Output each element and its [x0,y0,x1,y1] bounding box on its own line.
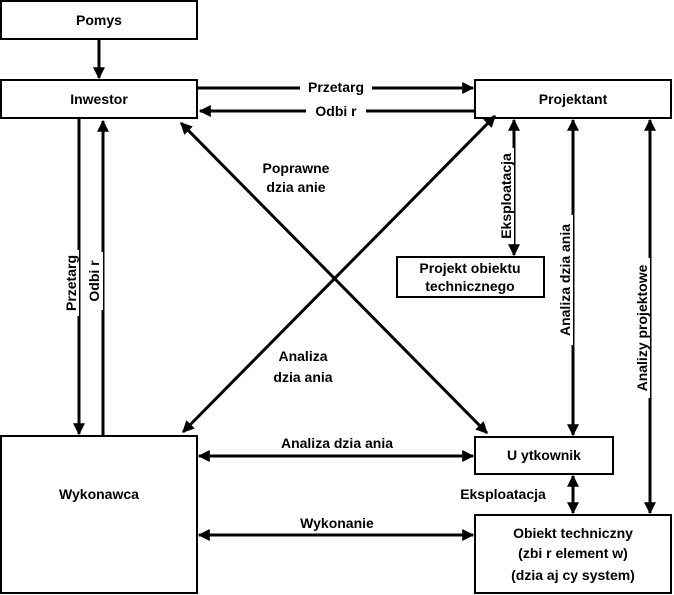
label-eksploatacja-vertical: Eksploatacja [498,153,514,239]
label-odbior-top: Odbi r [315,103,357,119]
node-projektant-label: Projektant [539,91,608,107]
label-poprawne-line2: dzia anie [266,179,325,195]
label-analiza-horizontal: Analiza dzia ania [281,435,393,451]
node-pomys: Pomys [0,0,198,40]
node-projektant: Projektant [474,79,672,119]
arrow-projektant-wykonawca [181,114,497,434]
label-poprawne-line1: Poprawne [263,160,330,176]
node-pomys-label: Pomys [76,12,122,28]
node-obiekt-line2: (zbi r element w) [518,545,628,561]
node-projekt-obiektu-line2: technicznego [425,278,514,294]
node-obiekt: Obiekt techniczny (zbi r element w) (dzi… [474,514,672,594]
label-analiza-vertical: Analiza dzia ania [557,224,573,336]
label-przetarg-top: Przetarg [308,79,364,95]
label-analizy-projektowe: Analizy projektowe [634,264,650,391]
label-przetarg-left: Przetarg [63,255,79,311]
label-analiza-diag-line2: dzia ania [273,369,332,385]
node-wykonawca: Wykonawca [0,435,198,594]
node-projekt-obiektu-line1: Projekt obiektu [419,260,520,276]
label-eksploatacja-horizontal: Eksploatacja [460,486,546,502]
node-obiekt-line1: Obiekt techniczny [513,525,633,541]
node-inwestor-label: Inwestor [70,91,128,107]
label-analiza-diag-line1: Analiza [278,348,327,364]
node-obiekt-line3: (dzia aj cy system) [511,567,635,583]
label-odbior-left: Odbi r [86,260,102,302]
node-uzytkownik: U ytkownik [474,436,614,475]
node-projekt-obiektu: Projekt obiektu technicznego [396,256,545,298]
node-wykonawca-label: Wykonawca [59,486,139,502]
node-inwestor: Inwestor [0,79,198,119]
node-uzytkownik-label: U ytkownik [507,447,581,463]
label-wykonanie: Wykonanie [300,515,374,531]
